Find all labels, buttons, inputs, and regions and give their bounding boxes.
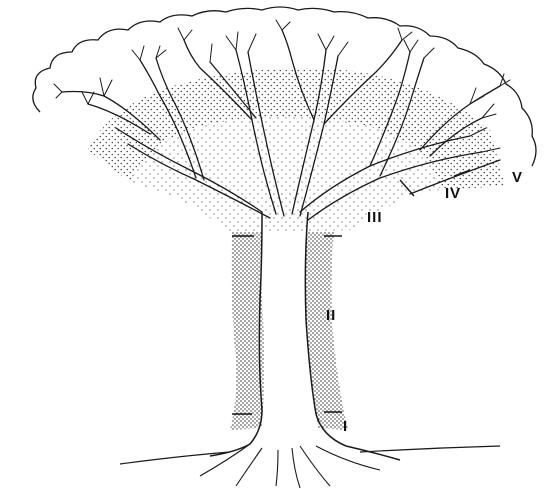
- zone-label-iv: IV: [445, 186, 461, 201]
- zone-label-iii: III: [367, 210, 383, 225]
- zone-label-v: V: [512, 170, 523, 185]
- trunk-right-stipple: [305, 232, 348, 430]
- zone-label-ii: II: [326, 308, 336, 323]
- roots: [200, 444, 380, 488]
- zone-label-i: I: [343, 419, 348, 434]
